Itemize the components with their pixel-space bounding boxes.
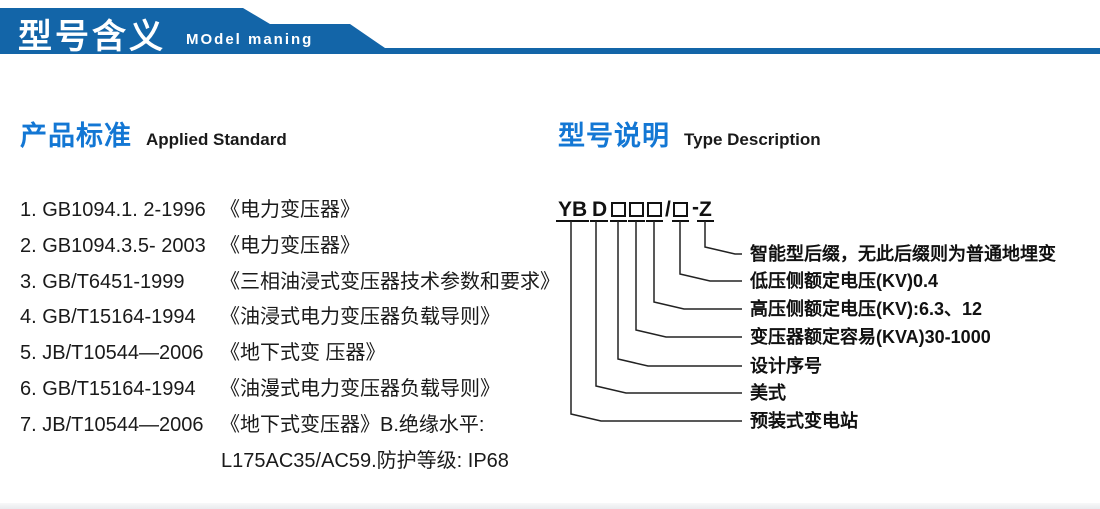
- standard-title: 《地下式变压器》B.绝缘水平:: [220, 413, 485, 436]
- code-segment-z: Z: [699, 198, 712, 221]
- connector-d: [595, 221, 742, 394]
- list-item: 1. GB1094.1. 2-1996 《电力变压器》: [20, 193, 550, 229]
- applied-standard-title-en: Applied Standard: [146, 130, 287, 149]
- connector-yb: [570, 221, 742, 422]
- code-dash: -: [692, 196, 699, 219]
- standard-continuation: L175AC35/AC59.防护等级: IP68: [221, 449, 509, 472]
- standard-title: 《电力变压器》: [220, 234, 360, 257]
- list-item: 6. GB/T15164-1994 《油漫式电力变压器负载导则》: [20, 372, 550, 408]
- model-code: YB D / - Z: [556, 196, 714, 222]
- code-labels: 智能型后缀，无此后缀则为普通地埋变 低压侧额定电压(KV)0.4 高压侧额定电压…: [749, 243, 1056, 431]
- code-segment-yb: YB: [558, 198, 587, 221]
- code-box-2: [629, 202, 644, 217]
- connector-box1: [617, 221, 742, 367]
- header-banner: 型号含义 MOdel maning: [0, 8, 1100, 54]
- list-item: 7. JB/T10544—2006 《地下式变压器》B.绝缘水平:: [20, 408, 550, 444]
- standard-code: 6. GB/T15164-1994: [20, 377, 196, 400]
- standard-title: 《油漫式电力变压器负载导则》: [220, 377, 500, 400]
- code-box-1: [611, 202, 626, 217]
- connector-box2: [635, 221, 742, 338]
- standards-list: 1. GB1094.1. 2-1996 《电力变压器》 2. GB1094.3.…: [20, 193, 560, 479]
- code-box-4: [673, 202, 688, 217]
- label-lv-voltage: 低压侧额定电压(KV)0.4: [749, 270, 938, 291]
- type-description-title-en: Type Description: [684, 130, 821, 149]
- type-description-title-cn: 型号说明: [558, 121, 670, 151]
- list-item: 3. GB/T6451-1999 《三相油浸式变压器技术参数和要求》: [20, 265, 560, 301]
- list-item: 4. GB/T15164-1994 《油浸式电力变压器负载导则》: [20, 300, 550, 336]
- code-segment-d: D: [592, 198, 607, 221]
- list-item: 2. GB1094.3.5- 2003 《电力变压器》: [20, 229, 550, 265]
- connector-z: [704, 221, 742, 255]
- standard-code: 2. GB1094.3.5- 2003: [20, 234, 206, 257]
- standard-title: 《电力变压器》: [220, 199, 360, 221]
- label-design-serial: 设计序号: [750, 355, 822, 376]
- label-rated-capacity: 变压器额定容易(KVA)30-1000: [750, 326, 991, 347]
- header-title-cn: 型号含义: [18, 18, 166, 56]
- standard-title: 《三相油浸式变压器技术参数和要求》: [220, 270, 560, 293]
- standard-code: 4. GB/T15164-1994: [20, 306, 196, 329]
- model-code-diagram: YB D / - Z 智能型后缀，无此后缀则为普通地埋变 低压侧额定电压(KV)…: [556, 196, 1056, 431]
- code-slash: /: [665, 198, 671, 221]
- standard-code: 1. GB1094.1. 2-1996: [20, 199, 206, 221]
- label-prefab-substation: 预装式变电站: [750, 410, 858, 431]
- header-title-en: MOdel maning: [186, 31, 314, 48]
- label-smart-suffix: 智能型后缀，无此后缀则为普通地埋变: [750, 243, 1056, 264]
- code-box-3: [647, 202, 662, 217]
- connector-box4: [679, 221, 742, 282]
- standard-code: 5. JB/T10544—2006: [20, 342, 204, 365]
- bottom-divider: [0, 503, 1100, 509]
- connector-lines: [570, 221, 742, 422]
- standard-title: 《油浸式电力变压器负载导则》: [220, 306, 500, 329]
- standard-title: 《地下式变 压器》: [220, 342, 386, 365]
- standard-code: 7. JB/T10544—2006: [20, 413, 204, 436]
- label-hv-voltage: 高压侧额定电压(KV):6.3、12: [750, 298, 982, 319]
- connector-box3: [653, 221, 742, 310]
- applied-standard-title-cn: 产品标准: [20, 121, 132, 151]
- standard-code: 3. GB/T6451-1999: [20, 270, 185, 293]
- label-american-type: 美式: [750, 382, 786, 403]
- section-title-type-description: 型号说明 Type Description: [558, 114, 821, 153]
- section-title-applied-standard: 产品标准 Applied Standard: [20, 114, 287, 153]
- list-item: 5. JB/T10544—2006 《地下式变 压器》: [20, 336, 550, 372]
